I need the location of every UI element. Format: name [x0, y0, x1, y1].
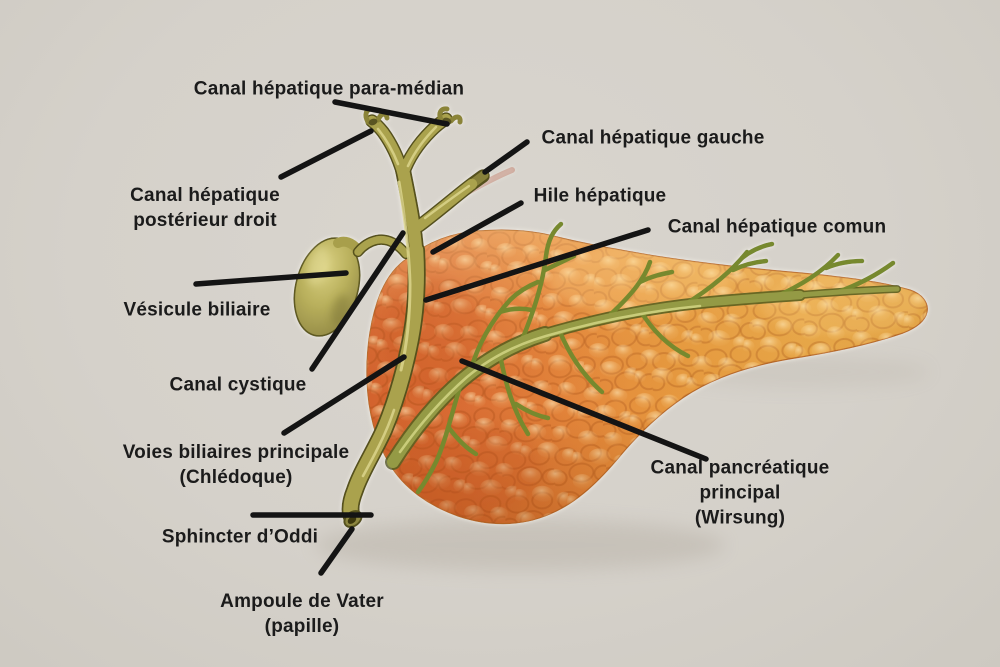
pancreatic-duct-shape: [385, 221, 901, 495]
label-canal-pancreatique-principal: Canal pancréatique principal (Wirsung): [650, 457, 830, 529]
leader-canal-hepatique-comun: [423, 227, 651, 303]
label-canal-cystique: Canal cystique: [169, 374, 307, 396]
leader-canal-hepatique-para-median: [332, 99, 450, 127]
label-canal-hepatique-para-median: Canal hépatique para-médian: [193, 78, 465, 100]
leader-canal-pancreatique-principal: [459, 358, 709, 462]
leader-lines: [193, 99, 709, 576]
leader-voies-biliaires-principale: [281, 354, 407, 436]
leader-canal-cystique: [309, 230, 406, 372]
leader-vesicule-biliaire: [193, 270, 349, 287]
label-sphincter-d-oddi: Sphincter d’Oddi: [161, 526, 319, 548]
gallbladder-shape: [293, 236, 363, 337]
leader-canal-hepatique-gauche: [482, 139, 530, 175]
label-ampoule-de-vater: Ampoule de Vater (papille): [220, 591, 384, 637]
label-canal-hepatique-posterieur-droit: Canal hépatique postérieur droit: [130, 185, 280, 231]
leader-ampoule-de-vater: [318, 526, 355, 576]
label-canal-hepatique-comun: Canal hépatique comun: [667, 216, 887, 238]
leader-canal-hepatique-posterieur-droit: [278, 128, 374, 180]
label-vesicule-biliaire: Vésicule biliaire: [123, 299, 271, 321]
label-canal-hepatique-gauche: Canal hépatique gauche: [541, 127, 765, 149]
label-voies-biliaires-principale: Voies biliaires principale (Chlédoque): [122, 442, 350, 488]
label-hile-hepatique: Hile hépatique: [533, 185, 667, 207]
leader-hile-hepatique: [430, 200, 524, 255]
